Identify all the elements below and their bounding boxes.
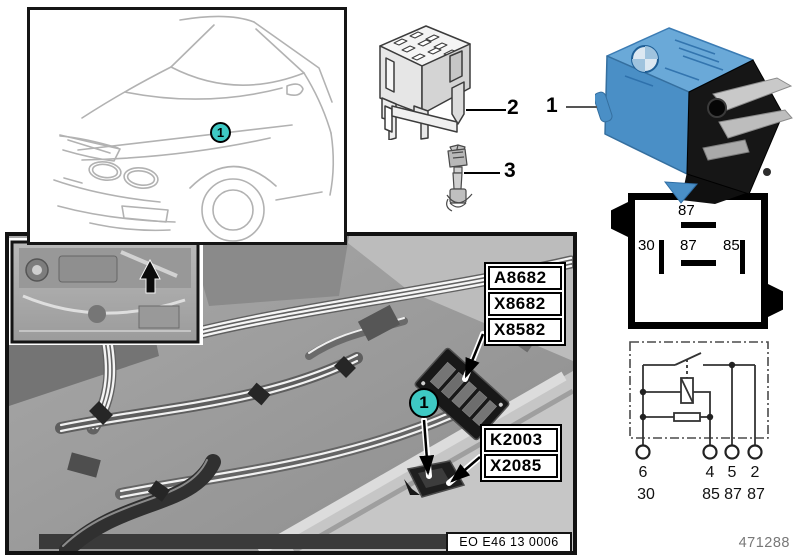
relay-photo [595, 27, 793, 204]
down-arrow-icon [464, 333, 485, 379]
engine-bay-photo-panel: A8682 X8682 X8582 K2003 X2085 1 EO E46 1… [5, 232, 577, 555]
relay-terminal-blade [702, 139, 750, 161]
photo-stamp: EO E46 13 0006 [446, 532, 572, 553]
relay-circuit-schematic: 6 4 5 2 30 85 87 87 [629, 341, 769, 503]
pin-87-top-label: 87 [678, 202, 695, 219]
module-label-box: A8682 X8682 X8582 [484, 262, 566, 346]
relay-side-tab [595, 91, 613, 123]
strut-bar [256, 371, 567, 551]
terminal-4-label: 4 [706, 464, 715, 481]
terminal-circles [635, 444, 763, 460]
ref-number-2[interactable]: 2 [507, 96, 519, 119]
pin-box-left-tab [611, 202, 628, 237]
pin-terminal-drawing [446, 144, 473, 212]
down-arrow-icon [419, 419, 435, 476]
terminal-6-label: 6 [639, 464, 648, 481]
pin-30-label: 30 [638, 237, 655, 254]
connector [67, 452, 101, 478]
down-left-arrow-icon [450, 456, 481, 483]
bmw-roundel-icon [631, 45, 659, 73]
cowl-seal [39, 534, 539, 549]
resistor [673, 412, 701, 422]
pin-30-contact [659, 240, 664, 274]
photo-callout-1[interactable]: 1 [409, 388, 439, 418]
connector [357, 304, 401, 342]
terminal-5-label: 5 [728, 464, 737, 481]
doc-number: 471288 [738, 535, 790, 551]
relay-engraving [624, 39, 724, 87]
car-outline-drawing [53, 15, 335, 242]
pin-87-center-label: 87 [680, 237, 697, 254]
relay-socket-drawing [379, 25, 471, 140]
pin-85-contact [740, 240, 745, 274]
leader-line-2 [466, 109, 506, 111]
pin-30-name: 30 [637, 486, 655, 503]
connector-label: X2085 [484, 454, 558, 478]
pin-box-right-tab [766, 283, 783, 318]
leader-line-1 [566, 106, 597, 108]
pin-87b-name: 87 [747, 486, 765, 503]
relay-label-box: K2003 X2085 [480, 424, 562, 482]
car-location-inset: 1 [27, 7, 347, 245]
pin-85-name: 85 [702, 486, 720, 503]
module-label: A8682 [488, 266, 562, 290]
leader-arrows [419, 331, 486, 486]
pin-87-center-contact [681, 260, 716, 266]
leader-line-3 [464, 172, 500, 174]
engine-overview-inset [9, 238, 203, 345]
relay-terminal-blade [718, 109, 793, 139]
pin-87-top-contact [681, 222, 716, 228]
schematic-boundary [629, 341, 769, 439]
photo-panel [189, 236, 349, 306]
relay-label: K2003 [484, 428, 558, 452]
terminal-2-label: 2 [751, 464, 760, 481]
pin-85-label: 85 [723, 237, 740, 254]
ref-number-1[interactable]: 1 [546, 94, 558, 117]
switch-contact [674, 352, 702, 366]
junction-dots [639, 361, 736, 421]
connector-label: X8582 [488, 318, 562, 342]
ref-number-3[interactable]: 3 [504, 159, 516, 182]
pin-87a-name: 87 [724, 486, 742, 503]
up-arrow-icon [139, 258, 161, 294]
relay-pin-diagram: 87 30 87 85 [628, 193, 768, 329]
car-callout-1[interactable]: 1 [210, 122, 231, 143]
engine-bay-photo [9, 236, 573, 551]
connector-label: X8682 [488, 292, 562, 316]
